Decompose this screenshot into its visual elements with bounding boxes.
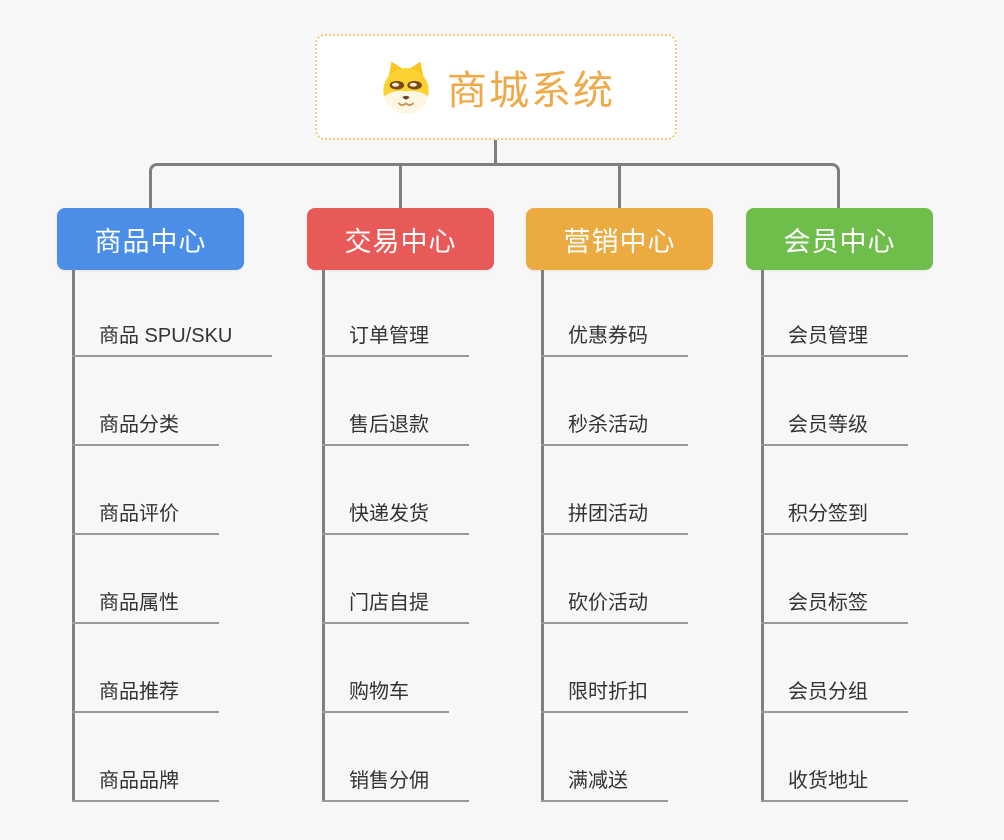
leaf-node[interactable]: 购物车 [322,678,449,713]
leaf-node[interactable]: 商品分类 [72,411,219,446]
root-node-label: 商城系统 [447,69,615,113]
branch-node-trade-center[interactable]: 交易中心 [307,208,494,270]
branch-label: 营销中心 [563,226,676,257]
dog-face-icon [383,61,429,114]
leaf-node[interactable]: 会员分组 [761,678,908,713]
branch-node-member-center[interactable]: 会员中心 [746,208,933,270]
connector-drop-trade [399,165,402,208]
leaf-node[interactable]: 商品 SPU/SKU [72,322,273,357]
branch-node-marketing-center[interactable]: 营销中心 [526,208,713,270]
leaf-node[interactable]: 商品属性 [72,589,219,624]
leaf-node[interactable]: 积分签到 [761,500,908,535]
leaf-node[interactable]: 商品评价 [72,500,219,535]
leaf-node[interactable]: 会员等级 [761,411,908,446]
leaf-node[interactable]: 限时折扣 [541,678,688,713]
leaf-node[interactable]: 拼团活动 [541,500,688,535]
leaf-node[interactable]: 快递发货 [322,500,469,535]
branch-label: 交易中心 [344,226,457,257]
root-node-mall-system[interactable]: 商城系统 [315,34,677,140]
leaf-node[interactable]: 砍价活动 [541,589,688,624]
leaf-node[interactable]: 优惠券码 [541,322,688,357]
leaf-node[interactable]: 会员标签 [761,589,908,624]
connector-spine-marketing [541,270,544,802]
branch-label: 会员中心 [783,226,896,257]
connector-root-stub [494,140,497,166]
branch-label: 商品中心 [94,226,207,257]
connector-drop-marketing [618,165,621,208]
leaf-node[interactable]: 满减送 [541,767,668,802]
leaf-node[interactable]: 订单管理 [322,322,469,357]
leaf-node[interactable]: 会员管理 [761,322,908,357]
leaf-node[interactable]: 门店自提 [322,589,469,624]
leaf-node[interactable]: 销售分佣 [322,767,469,802]
leaf-node[interactable]: 秒杀活动 [541,411,688,446]
connector-spine-member [761,270,764,802]
leaf-node[interactable]: 售后退款 [322,411,469,446]
branch-node-product-center[interactable]: 商品中心 [57,208,244,270]
connector-top-bracket [149,163,840,208]
leaf-node[interactable]: 商品推荐 [72,678,219,713]
leaf-node[interactable]: 收货地址 [761,767,908,802]
connector-spine-product [72,270,75,802]
connector-spine-trade [322,270,325,802]
leaf-node[interactable]: 商品品牌 [72,767,219,802]
